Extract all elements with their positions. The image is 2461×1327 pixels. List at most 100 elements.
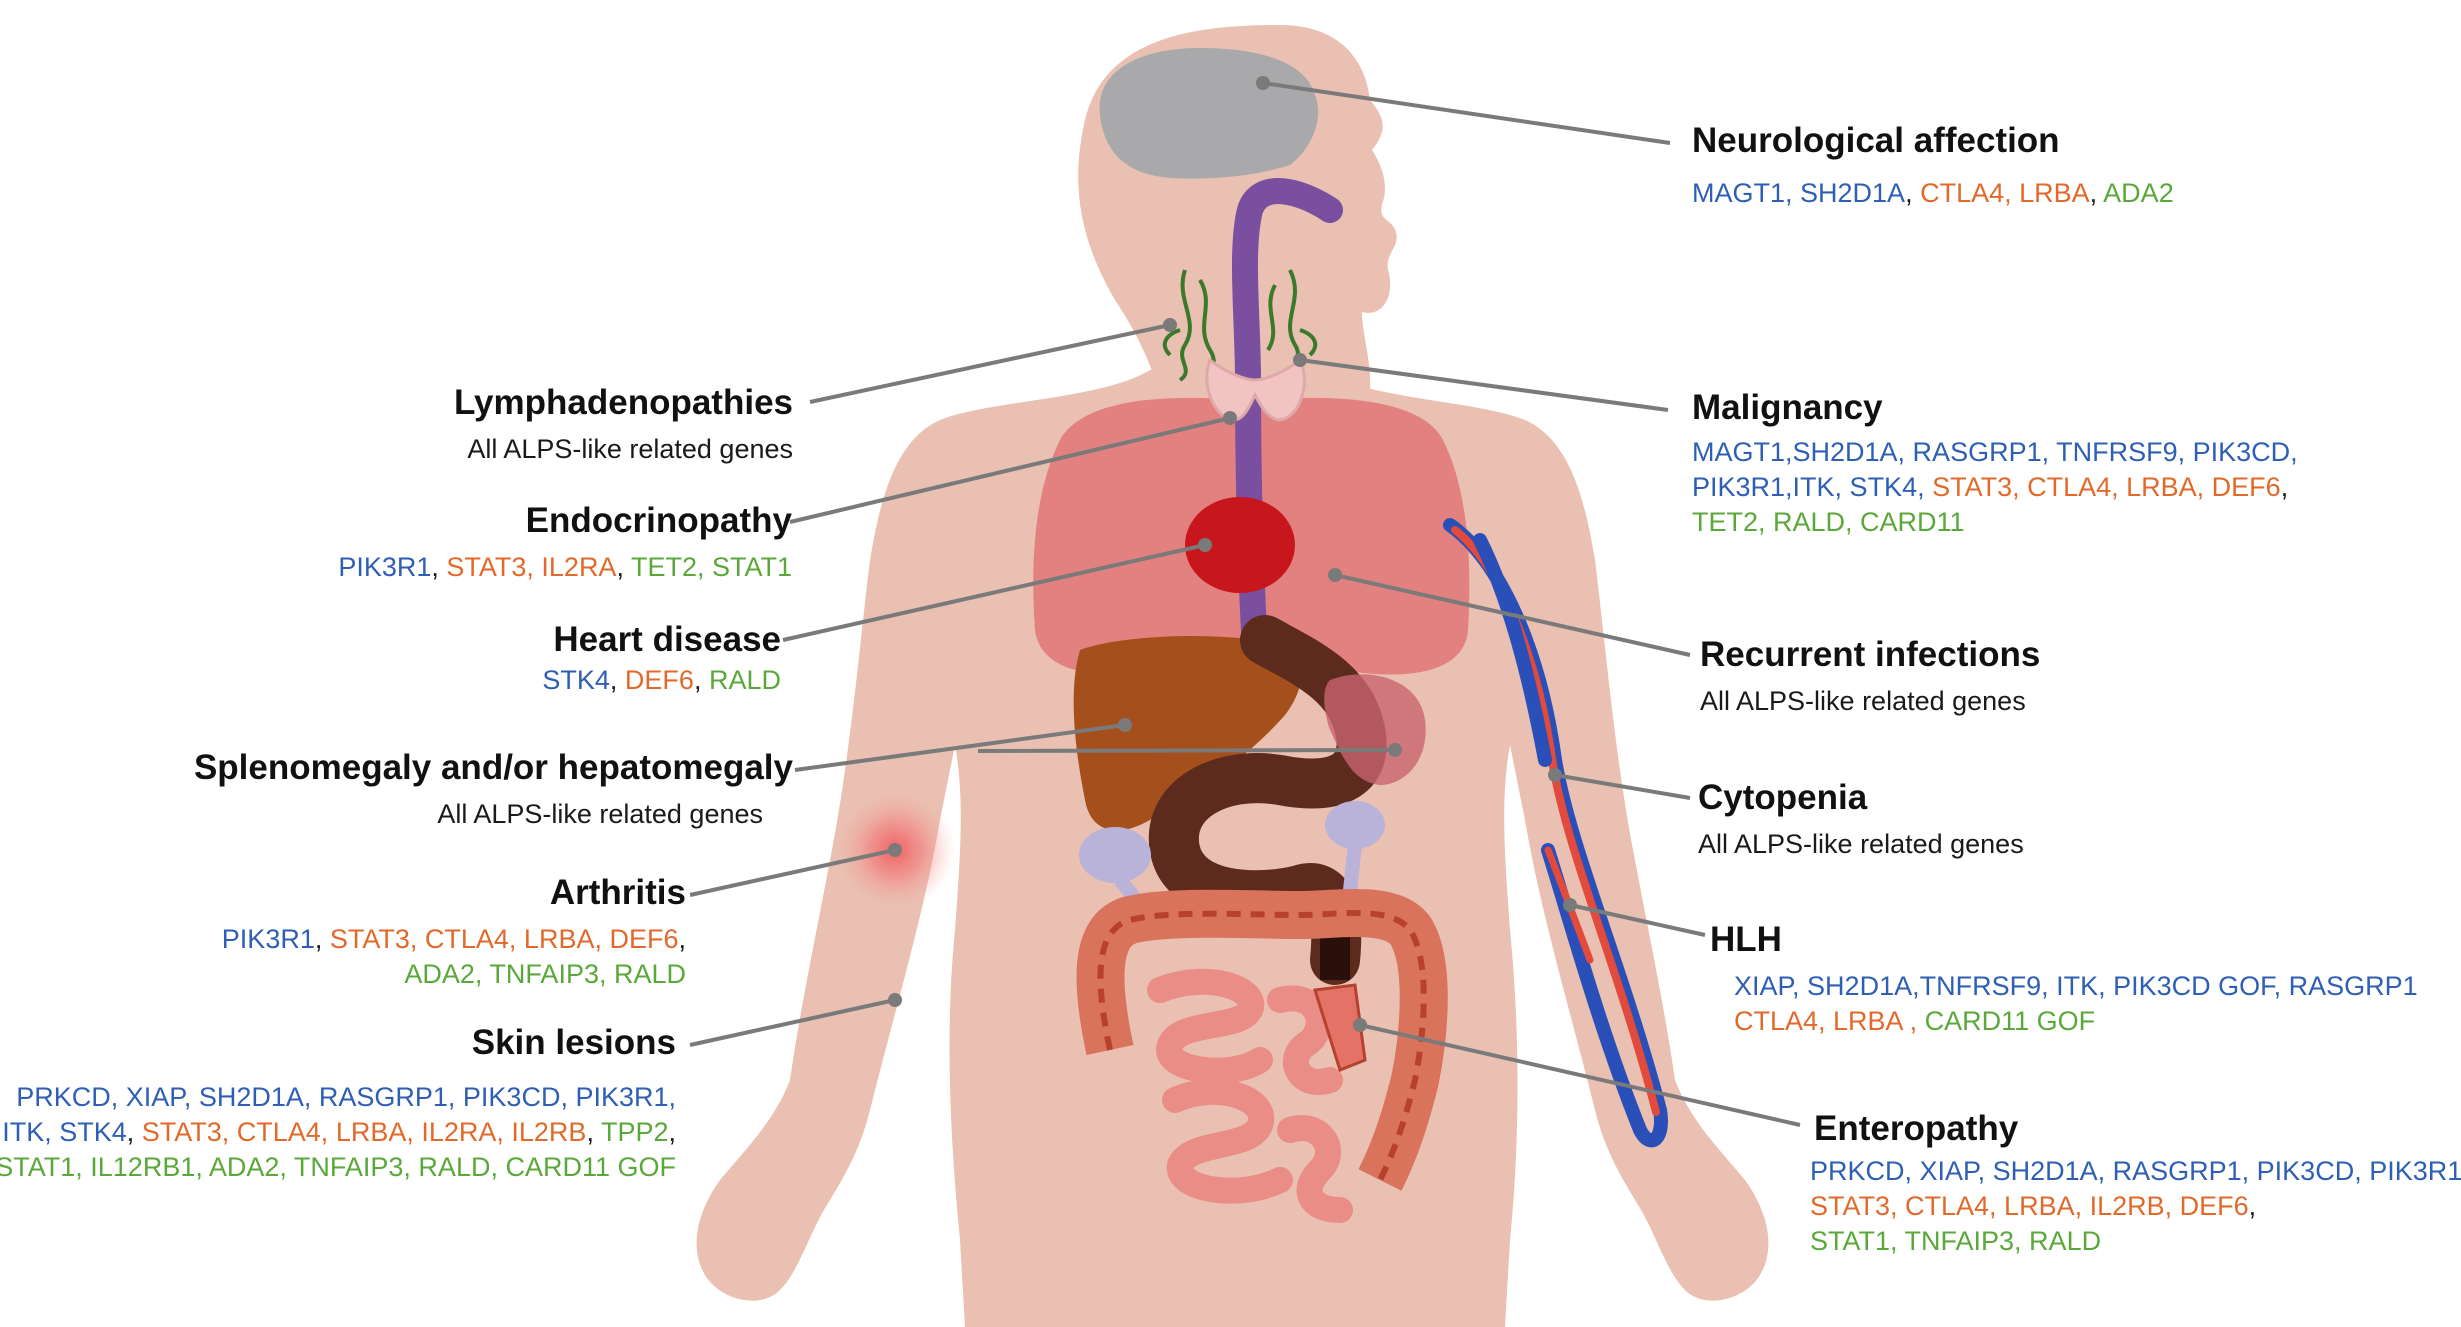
label-heart: Heart disease STK4, DEF6, RALD	[542, 617, 781, 698]
gene-segment: MAGT1,SH2D1A, RASGRP1, TNFRSF9, PIK3CD,	[1692, 436, 2298, 467]
gene-segment: XIAP, SH2D1A,TNFRSF9, ITK, PIK3CD GOF, R…	[1734, 970, 2418, 1001]
label-neurological: Neurological affection MAGT1, SH2D1A, CT…	[1692, 118, 2174, 211]
gene-segment: ,	[2280, 471, 2289, 502]
label-spleno: Splenomegaly and/or hepatomegaly All ALP…	[194, 745, 793, 832]
leader-dots	[888, 76, 1577, 1032]
label-title: Lymphadenopathies	[453, 383, 793, 422]
lungs	[1033, 397, 1470, 675]
gene-segment: ,	[2248, 1190, 2257, 1221]
leader-hlh	[1569, 903, 1706, 937]
leader-infections	[1334, 573, 1691, 657]
gene-segment: TET2, STAT1	[630, 551, 792, 582]
left-lung	[1033, 397, 1259, 675]
label-title: Cytopenia	[1698, 778, 1868, 817]
label-endocrinopathy: Endocrinopathy PIK3R1, STAT3, IL2RA, TET…	[338, 498, 792, 585]
gene-segment: ,	[616, 551, 631, 582]
gene-list: All ALPS-like related genes	[1698, 827, 2024, 862]
gene-segment: STAT3, CTLA4, LRBA, DEF6	[329, 923, 679, 954]
leader-cytopenia	[1554, 773, 1691, 800]
label-title: Malignancy	[1692, 388, 1883, 427]
gene-line: MAGT1, SH2D1A, CTLA4, LRBA, ADA2	[1692, 176, 2174, 211]
leader-lines	[689, 81, 1801, 1127]
leader-enteropathy	[1359, 1023, 1801, 1127]
leader-endocrinopathy	[789, 416, 1231, 524]
gene-line: PRKCD, XIAP, SH2D1A, RASGRP1, PIK3CD, PI…	[0, 1080, 676, 1115]
gene-list: All ALPS-like related genes	[1700, 684, 2040, 719]
label-title: Heart disease	[553, 620, 781, 659]
leader-heart	[782, 543, 1206, 642]
label-skin: Skin lesions PRKCD, XIAP, SH2D1A, RASGRP…	[0, 1020, 676, 1185]
right-lung	[1251, 397, 1470, 675]
gene-segment: ADA2, TNFAIP3, RALD	[404, 958, 686, 989]
label-title: Recurrent infections	[1700, 635, 2041, 674]
gene-list: STK4, DEF6, RALD	[542, 663, 781, 698]
label-arthritis: Arthritis PIK3R1, STAT3, CTLA4, LRBA, DE…	[222, 870, 686, 992]
gene-line: PIK3R1,ITK, STK4, STAT3, CTLA4, LRBA, DE…	[1692, 470, 2298, 505]
gene-line: ITK, STK4, STAT3, CTLA4, LRBA, IL2RA, IL…	[0, 1115, 676, 1150]
gene-line: ADA2, TNFAIP3, RALD	[222, 957, 686, 992]
label-cytopenia: Cytopenia All ALPS-like related genes	[1698, 775, 2024, 862]
gene-segment: TPP2	[600, 1116, 669, 1147]
gene-segment: STAT3, CTLA4, LRBA, IL2RB, DEF6	[1810, 1190, 2249, 1221]
gene-line: PIK3R1, STAT3, CTLA4, LRBA, DEF6,	[222, 922, 686, 957]
label-title: Arthritis	[549, 873, 686, 912]
gene-segment: STAT1, TNFAIP3, RALD	[1810, 1225, 2102, 1256]
gene-segment: ,	[1905, 177, 1921, 208]
gene-segment: ,	[2089, 177, 2104, 208]
right-kidney	[1325, 801, 1385, 849]
label-lymphadenopathies: Lymphadenopathies All ALPS-like related …	[454, 380, 793, 467]
gene-segment: All ALPS-like related genes	[1698, 828, 2024, 859]
gene-line: TET2, RALD, CARD11	[1692, 505, 2298, 540]
label-infections: Recurrent infections All ALPS-like relat…	[1700, 632, 2040, 719]
gene-line: STK4, DEF6, RALD	[542, 663, 781, 698]
gene-segment: CARD11 GOF	[1924, 1005, 2096, 1036]
gene-segment: All ALPS-like related genes	[467, 433, 793, 464]
gene-segment: ,	[586, 1116, 601, 1147]
gene-segment: ,	[693, 664, 709, 695]
leader-spleno	[794, 723, 1396, 772]
gene-segment: ITK, STK4	[2, 1116, 127, 1147]
gene-list: PIK3R1, STAT3, IL2RA, TET2, STAT1	[338, 550, 792, 585]
gene-list: PRKCD, XIAP, SH2D1A, RASGRP1, PIK3CD, PI…	[1810, 1154, 2461, 1259]
label-enteropathy: Enteropathy PRKCD, XIAP, SH2D1A, RASGRP1…	[1810, 1106, 2461, 1259]
gene-segment: ,	[609, 664, 625, 695]
gene-segment: PIK3R1,ITK, STK4,	[1692, 471, 1933, 502]
gene-line: All ALPS-like related genes	[454, 432, 793, 467]
gene-list: MAGT1, SH2D1A, CTLA4, LRBA, ADA2	[1692, 176, 2174, 211]
gene-list: MAGT1,SH2D1A, RASGRP1, TNFRSF9, PIK3CD,P…	[1692, 435, 2298, 540]
gene-segment: STAT3, IL2RA	[446, 551, 617, 582]
label-title: Skin lesions	[471, 1023, 676, 1062]
label-title: Neurological affection	[1692, 121, 2060, 160]
gene-segment: PIK3R1	[338, 551, 432, 582]
label-title: Splenomegaly and/or hepatomegaly	[193, 748, 793, 787]
gene-segment: ,	[678, 923, 686, 954]
gene-segment: PRKCD, XIAP, SH2D1A, RASGRP1, PIK3CD, PI…	[1810, 1155, 2461, 1186]
gene-segment: DEF6	[624, 664, 694, 695]
gene-segment: CTLA4, LRBA ,	[1734, 1005, 1925, 1036]
gene-line: All ALPS-like related genes	[1700, 684, 2040, 719]
gene-segment: All ALPS-like related genes	[1700, 685, 2026, 716]
gene-segment: STK4	[542, 664, 610, 695]
gene-line: CTLA4, LRBA , CARD11 GOF	[1734, 1004, 2418, 1039]
gene-list: All ALPS-like related genes	[454, 432, 793, 467]
torso	[696, 370, 1769, 1327]
small-intestine	[1147, 968, 1353, 1223]
gene-line: STAT1, TNFAIP3, RALD	[1810, 1224, 2461, 1259]
heart	[1185, 497, 1295, 593]
leader-neurological	[1262, 81, 1671, 145]
gene-segment: CTLA4, LRBA	[1920, 177, 2090, 208]
leader-arthritis	[689, 848, 896, 897]
leader-malignancy	[1299, 358, 1669, 412]
gene-list: PIK3R1, STAT3, CTLA4, LRBA, DEF6,ADA2, T…	[222, 922, 686, 992]
gene-segment: PIK3R1	[221, 923, 315, 954]
gene-line: STAT1, IL12RB1, ADA2, TNFAIP3, RALD, CAR…	[0, 1150, 676, 1185]
gene-line: PRKCD, XIAP, SH2D1A, RASGRP1, PIK3CD, PI…	[1810, 1154, 2461, 1189]
label-hlh: HLH XIAP, SH2D1A,TNFRSF9, ITK, PIK3CD GO…	[1710, 917, 2418, 1039]
label-malignancy: Malignancy MAGT1,SH2D1A, RASGRP1, TNFRSF…	[1692, 385, 2298, 540]
gene-line: MAGT1,SH2D1A, RASGRP1, TNFRSF9, PIK3CD,	[1692, 435, 2298, 470]
gene-segment: MAGT1, SH2D1A	[1692, 177, 1906, 208]
label-title: Endocrinopathy	[525, 501, 792, 540]
label-title: Enteropathy	[1814, 1109, 2019, 1148]
gene-line: STAT3, CTLA4, LRBA, IL2RB, DEF6,	[1810, 1189, 2461, 1224]
